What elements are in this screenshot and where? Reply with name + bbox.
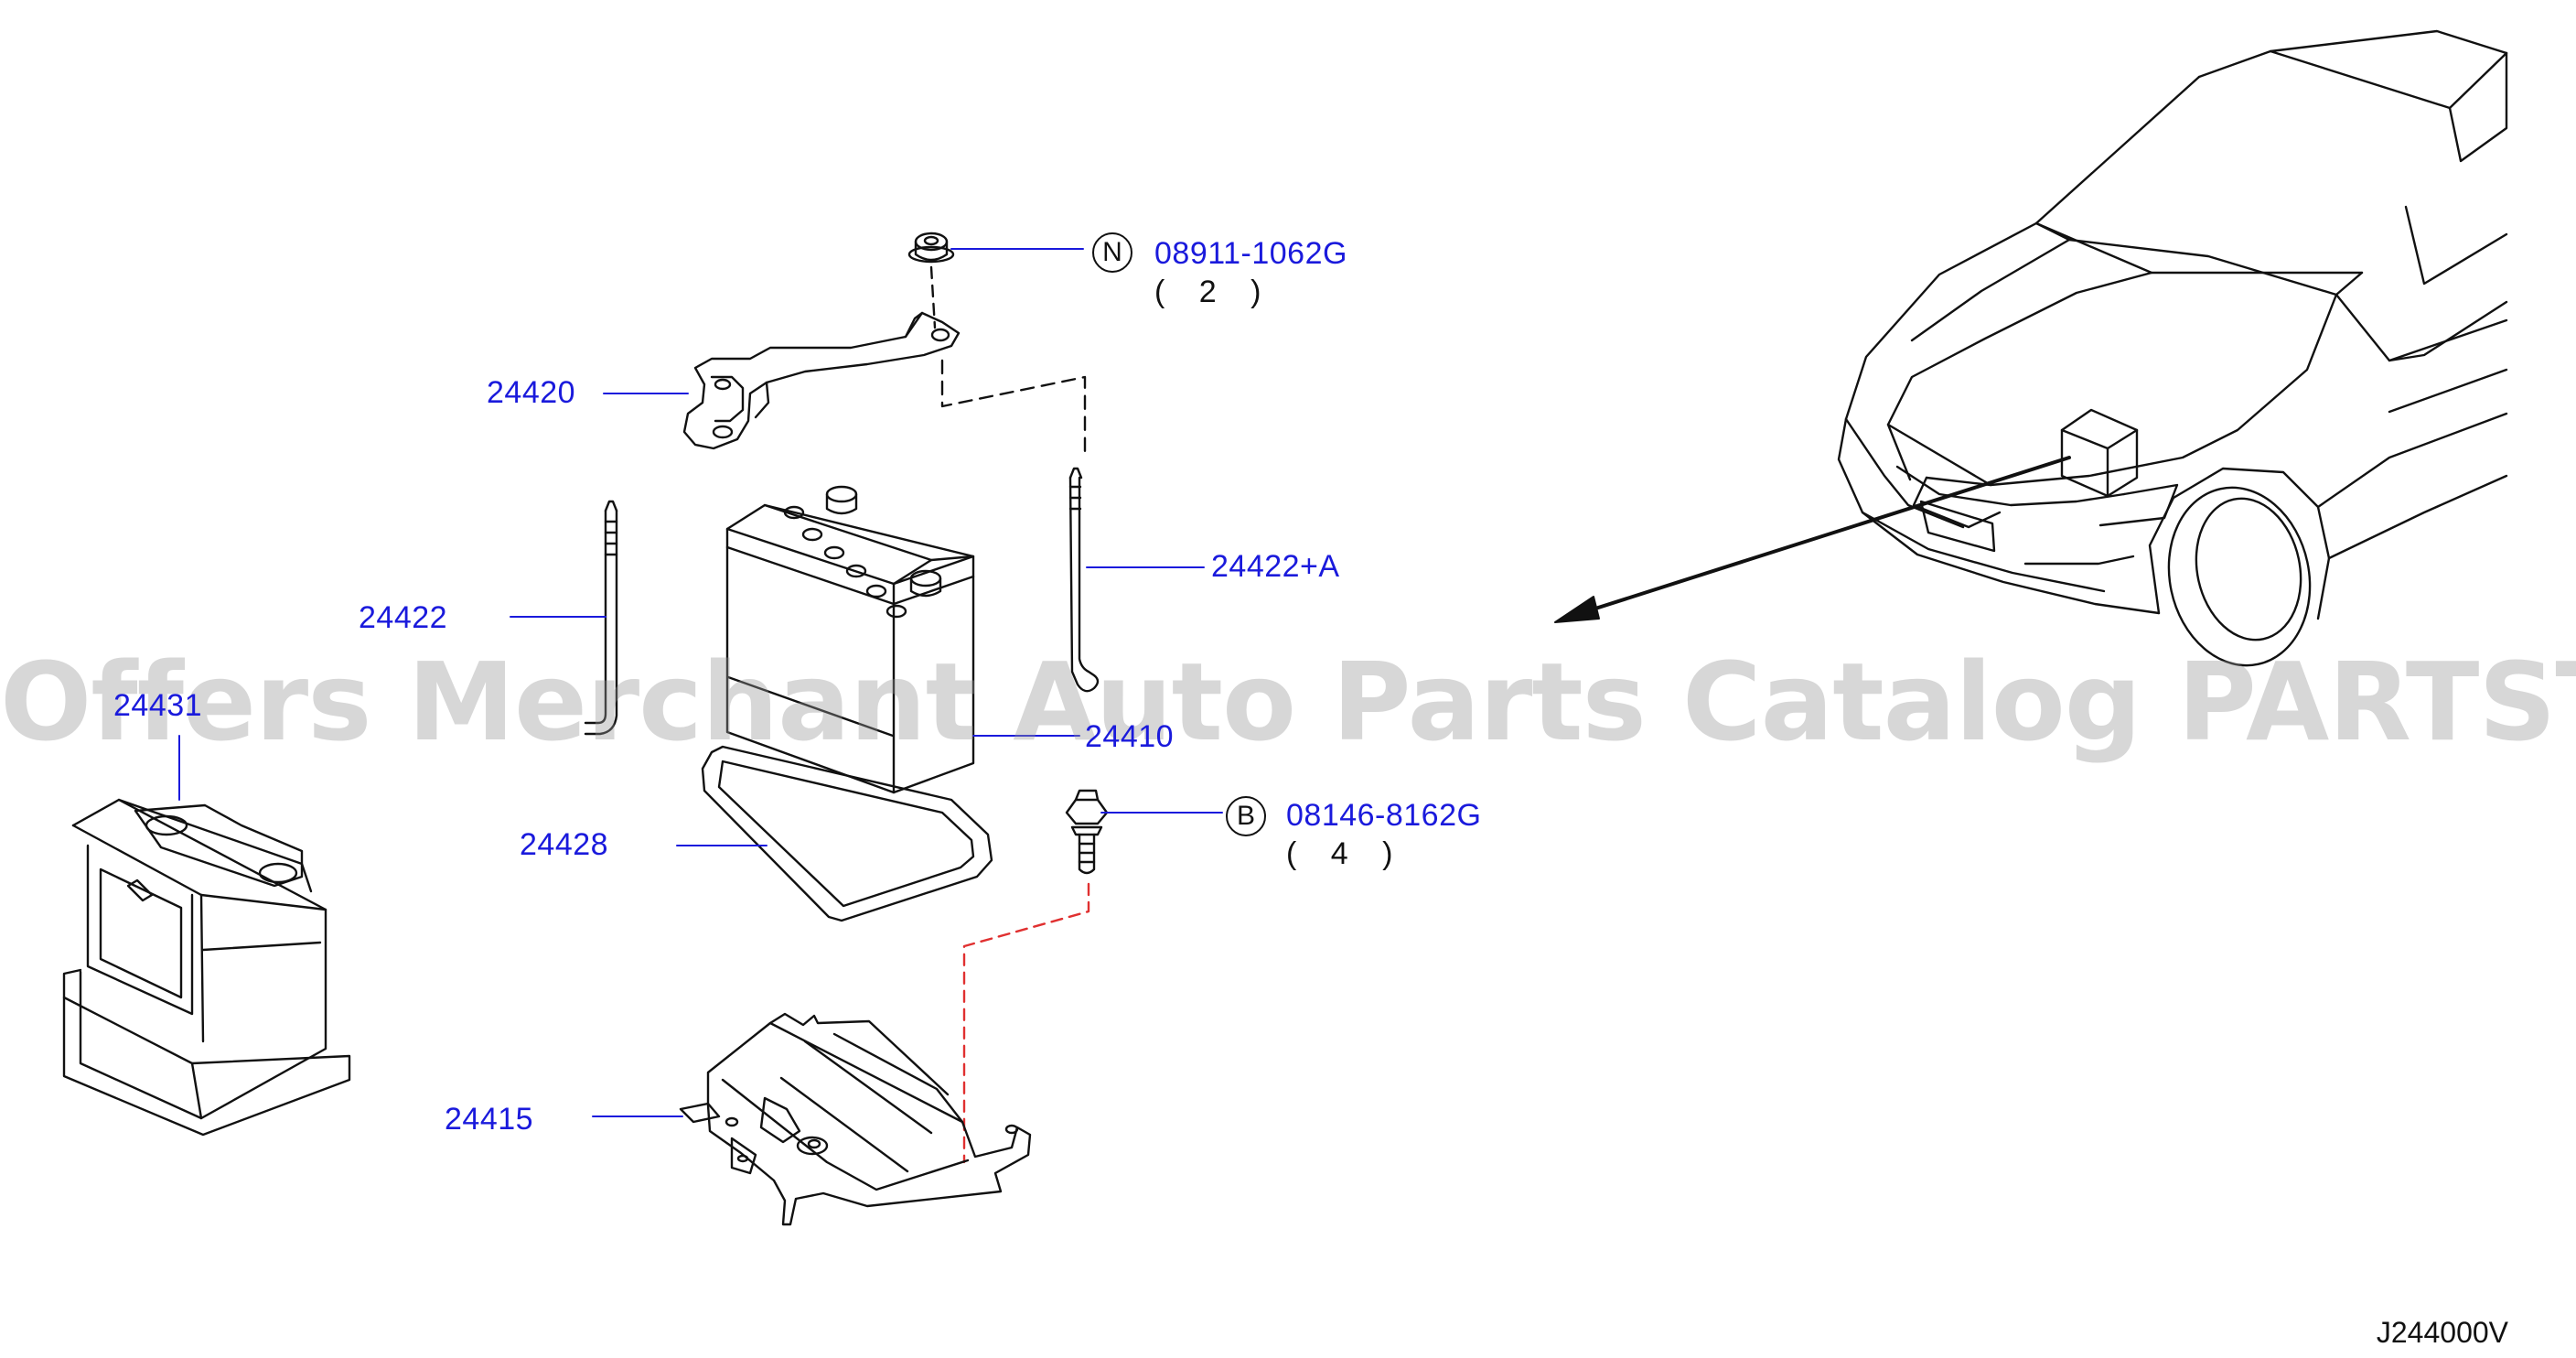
battery-24410-drawing [725,485,975,794]
battery-cover-24431-drawing [62,798,351,1137]
diagram-code: J244000V [2376,1316,2508,1349]
part-label-24422A[interactable]: 24422+A [1211,549,1340,584]
part-label-24410[interactable]: 24410 [1085,719,1175,754]
part-label-24415[interactable]: 24415 [445,1102,534,1137]
location-pointer-line [1573,456,2071,617]
rod-24422A-drawing [1068,467,1100,693]
bolt-08146-8162G-drawing [1065,789,1109,875]
bolt-badge: B [1226,796,1266,836]
nut-badge: N [1092,232,1132,273]
nut-quantity: ( 2 ) [1154,275,1274,309]
rod-24422-drawing [584,500,618,736]
part-label-bolt[interactable]: 08146-8162G [1286,798,1482,833]
part-label-24422[interactable]: 24422 [359,600,448,635]
battery-support-24415-drawing [679,1012,1032,1226]
location-arrow-head [1554,596,1600,623]
nut-dashed-guide [929,265,937,329]
battery-frame-24420-drawing [682,311,961,450]
bolt-quantity: ( 4 ) [1286,836,1406,871]
bolt-red-dashed-guide [962,882,1090,1164]
part-label-nut[interactable]: 08911-1062G [1154,236,1347,271]
vehicle-outline-drawing [1837,29,2508,667]
nut-08911-1062G-drawing [907,232,955,264]
part-label-24428[interactable]: 24428 [520,827,609,862]
bracket-to-rod-dashed-line [940,359,1087,458]
part-label-24431[interactable]: 24431 [113,688,203,723]
battery-pad-24428-drawing [701,745,993,922]
part-label-24420[interactable]: 24420 [487,375,576,410]
